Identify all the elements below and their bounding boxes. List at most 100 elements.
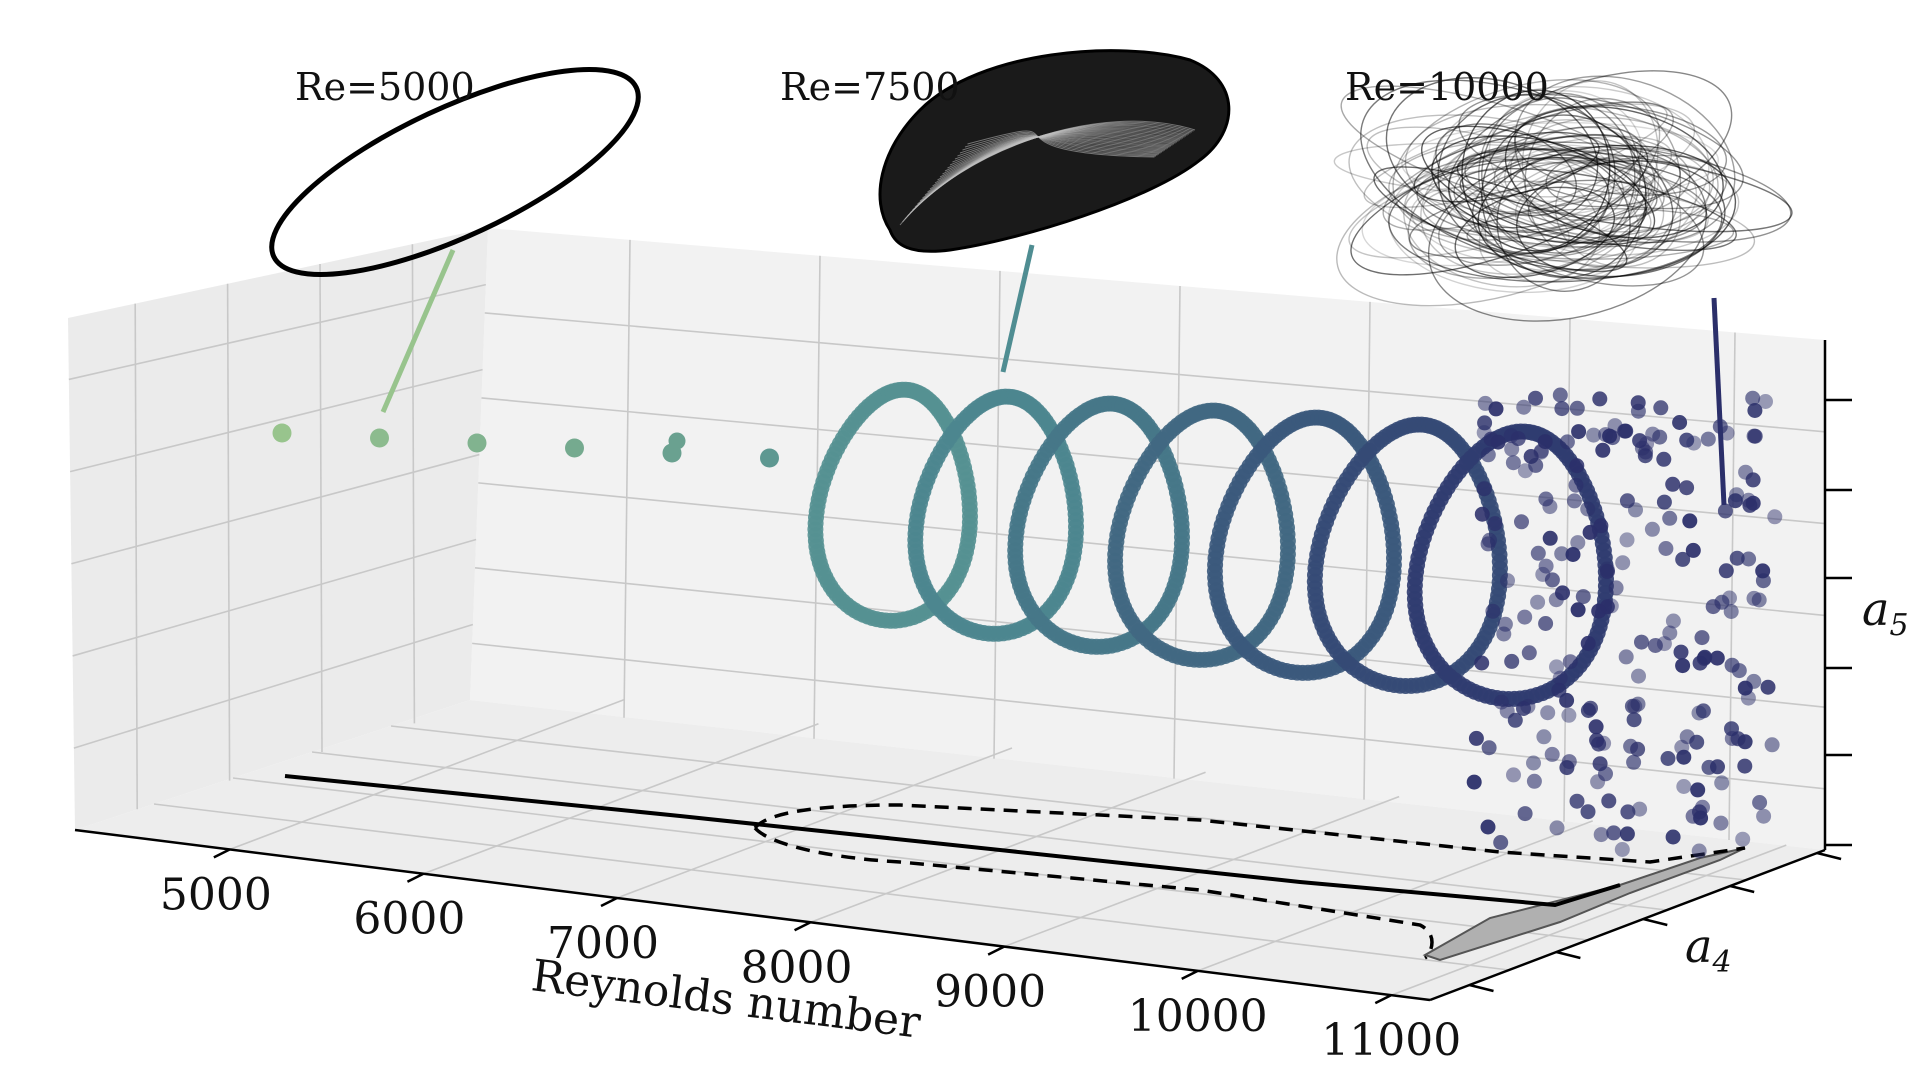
chaotic-point	[1586, 427, 1602, 443]
chaotic-point	[1679, 729, 1695, 745]
chaotic-point	[1676, 779, 1692, 794]
fixed-point	[565, 438, 584, 458]
chaotic-point	[1516, 701, 1531, 716]
chaotic-point	[1514, 514, 1529, 530]
chaotic-point	[1544, 746, 1560, 762]
chaotic-point	[1746, 590, 1762, 606]
orbit-point	[1385, 543, 1402, 560]
axis-ticks	[213, 398, 1852, 1005]
chaotic-point	[1530, 545, 1546, 561]
left-pane	[68, 228, 488, 830]
chaotic-point	[1528, 457, 1544, 473]
chaotic-point	[1686, 435, 1702, 451]
chaotic-point	[1517, 806, 1533, 822]
chaotic-loop	[1350, 134, 1649, 276]
chaotic-point	[1598, 766, 1613, 782]
chaotic-loop	[1496, 154, 1631, 292]
chaotic-point	[1566, 493, 1582, 509]
chaotic-point	[1593, 518, 1609, 534]
chaotic-loop	[1385, 77, 1599, 229]
grid-line	[72, 538, 477, 657]
chaotic-loop	[1504, 105, 1724, 239]
chaotic-point	[1644, 521, 1660, 537]
chaotic-point	[1580, 703, 1596, 718]
chaotic-loop	[1432, 85, 1710, 249]
chaotic-loop	[1420, 119, 1660, 275]
chaotic-loops	[1333, 70, 1793, 322]
chaotic-loop	[1514, 159, 1740, 256]
chaotic-point	[1538, 616, 1554, 631]
x-tick-label: 5000	[160, 869, 272, 920]
chaotic-point	[1626, 754, 1642, 770]
chaotic-point	[1559, 692, 1575, 708]
chaotic-loop	[1521, 80, 1659, 235]
chaotic-point	[1487, 516, 1503, 532]
chaotic-point	[1760, 679, 1776, 695]
chaotic-point	[1500, 573, 1515, 589]
chaotic-point	[1591, 603, 1607, 619]
chaotic-loop	[1481, 97, 1636, 254]
projection-solid-line	[284, 774, 1621, 908]
orbit	[1007, 395, 1190, 655]
orbit-point	[1067, 512, 1084, 529]
chaotic-point	[1729, 487, 1745, 503]
chaotic-point	[1592, 391, 1608, 407]
inset-limit-cycle	[269, 66, 641, 413]
chaotic-point	[1724, 731, 1740, 746]
chaotic-point	[1490, 434, 1506, 450]
chaotic-point	[1580, 804, 1596, 820]
chaotic-point	[1542, 530, 1558, 546]
chaotic-point	[1620, 804, 1636, 820]
chaotic-point	[1526, 755, 1541, 771]
chaotic-point	[1466, 774, 1482, 790]
chaotic-loop	[1382, 101, 1674, 231]
chaotic-loop	[1509, 116, 1714, 233]
chaotic-point	[1571, 424, 1587, 440]
chaotic-point	[1639, 436, 1655, 452]
chaotic-point	[1569, 458, 1585, 474]
x-tick	[1374, 994, 1392, 1005]
chaotic-point	[1593, 827, 1609, 843]
chaotic-loop	[1420, 125, 1656, 246]
chaotic-loop	[1478, 92, 1641, 256]
chaotic-point	[1764, 737, 1780, 753]
grid-line	[810, 771, 1206, 924]
chaotic-point	[1675, 658, 1691, 674]
x-axis-title: Reynolds number	[529, 950, 925, 1048]
chaotic-point	[1488, 401, 1504, 417]
chaotic-point	[1691, 705, 1707, 721]
grid-line	[1363, 301, 1371, 800]
chaotic-point	[1595, 442, 1611, 458]
chaotic-point	[1679, 432, 1695, 448]
torus-streaks	[899, 120, 1196, 226]
y-tick	[1556, 950, 1581, 960]
chaotic-point	[1493, 694, 1509, 710]
chaotic-loop	[1514, 104, 1728, 196]
chaotic-loop	[1336, 147, 1650, 307]
chaotic-point	[1694, 630, 1710, 646]
grid-line	[1728, 332, 1736, 841]
chaotic-point	[1656, 494, 1672, 510]
chaotic-point	[1741, 551, 1757, 567]
chaotic-point	[1559, 760, 1575, 776]
chaotic-point	[1485, 603, 1501, 619]
chaotic-point	[1672, 415, 1688, 430]
chaotic-point	[1731, 663, 1747, 679]
chaotic-point	[1631, 668, 1646, 684]
chaotic-point	[1755, 573, 1771, 589]
chaotic-loop	[1340, 85, 1665, 219]
chaotic-loop	[1504, 126, 1636, 207]
chaotic-point	[1758, 394, 1773, 409]
x-axis-line	[74, 828, 1431, 1002]
y-tick	[1469, 983, 1494, 993]
chaotic-point	[1745, 472, 1761, 488]
chaotic-point	[1745, 390, 1761, 406]
chaotic-point	[1675, 551, 1691, 567]
chaotic-loop	[1438, 159, 1647, 266]
grid-line	[1197, 820, 1593, 972]
inset-7500-leader	[1000, 244, 1035, 373]
chaotic-loop	[1366, 126, 1652, 243]
chaotic-loop	[1454, 186, 1616, 279]
orbit-point	[1279, 533, 1296, 549]
grid-line	[311, 751, 1668, 911]
